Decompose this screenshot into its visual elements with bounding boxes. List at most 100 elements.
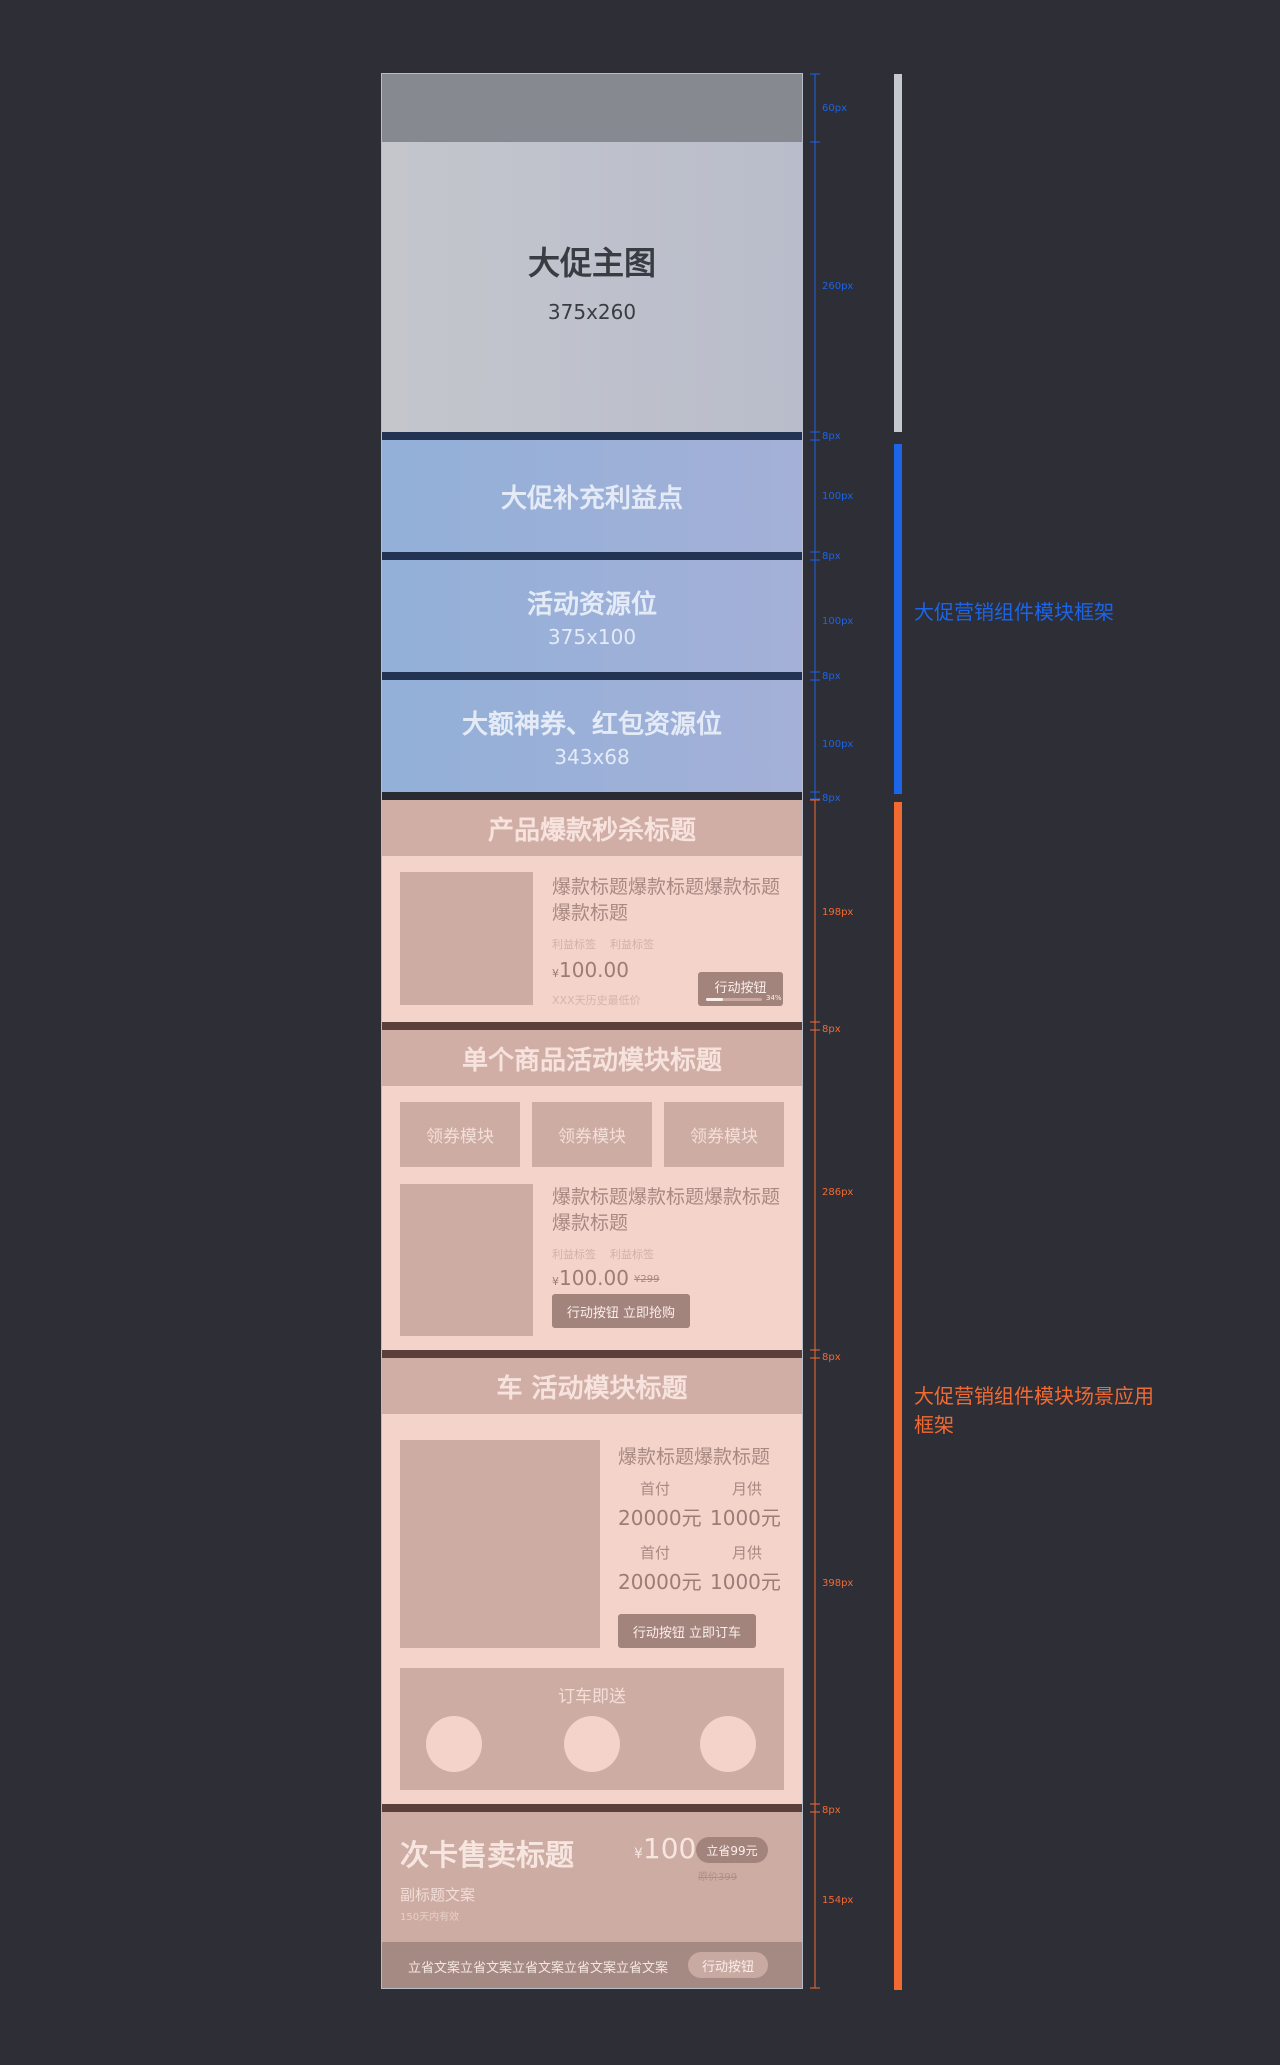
buy-now-button[interactable]: 行动按钮 立即抢购 [552,1294,690,1328]
card-action-button[interactable]: 行动按钮 [688,1952,768,1978]
dim-label: 8px [822,793,841,804]
price: ¥100.00 [552,1266,629,1290]
separator [382,1804,802,1812]
action-button[interactable]: 行动按钮 34% [698,972,783,1006]
hero-banner: 大促主图 375x260 [382,142,802,432]
car-product-title[interactable]: 爆款标题爆款标题 [618,1446,771,1468]
separator [382,1350,802,1358]
coupon-label: 领券模块 [426,1127,494,1147]
down-payment-label: 首付 [639,1480,670,1498]
dim-label: 8px [822,551,841,562]
dim-label: 8px [822,1805,841,1816]
coupon-title: 大额神券、红包资源位 [461,709,722,740]
gift-panel: 订车即送 [400,1668,784,1790]
hero-size: 375x260 [547,300,637,324]
down-payment-value: 20000元 [618,1570,702,1594]
original-price: ¥299 [634,1274,660,1285]
dim-label: 286px [822,1187,854,1198]
orange-label-line: 大促营销组件模块场景应用 [914,1384,1154,1408]
validity-text: 150天内有效 [400,1912,460,1923]
coupon-module[interactable]: 领券模块 [664,1102,784,1167]
order-car-button[interactable]: 行动按钮 立即订车 [618,1614,756,1648]
car-title: 车 活动模块标题 [496,1373,688,1404]
progress-text: 34% [766,994,782,1002]
action-button-label: 行动按钮 [714,980,767,996]
gift-item-circle[interactable] [564,1716,620,1772]
seckill-header: 产品爆款秒杀标题 [382,800,802,856]
blue-dimension-lines [810,73,820,800]
price: ¥100.00 [552,958,629,982]
separator [382,432,802,440]
resource-size: 375x100 [547,624,637,649]
dim-label: 8px [822,671,841,682]
save-badge: 立省99元 [696,1837,768,1863]
hero-title: 大促主图 [527,244,656,282]
card-subtitle: 副标题文案 [400,1886,476,1904]
coupon-size: 343x68 [554,744,630,769]
product-image[interactable] [400,872,533,1005]
product-title[interactable]: 爆款标题爆款标题爆款标题爆款标题 [552,1186,781,1234]
down-payment-value: 20000元 [618,1506,702,1530]
benefit-tag: 利益标签 [552,1248,596,1261]
gift-title: 订车即送 [558,1687,626,1707]
single-title: 单个商品活动模块标题 [461,1045,722,1076]
card-price: ¥100 [634,1832,696,1865]
product-image[interactable] [400,1184,533,1336]
coupon-module[interactable]: 领券模块 [532,1102,652,1167]
blue-section-label: 大促营销组件模块框架 [914,600,1114,624]
gray-section-bar [894,74,902,432]
single-product-module: 单个商品活动模块标题 领券模块 领券模块 领券模块 爆款标题爆款标题爆款标题爆款… [382,1030,802,1350]
dim-label: 398px [822,1578,854,1589]
down-payment-label: 首付 [639,1544,670,1562]
gift-item-circle[interactable] [426,1716,482,1772]
dim-label: 154px [822,1895,854,1906]
monthly-value: 1000元 [710,1506,781,1530]
seckill-module: 产品爆款秒杀标题 爆款标题爆款标题爆款标题爆款标题 利益标签 利益标签 ¥100… [382,800,802,1022]
original-price: 原价399 [698,1872,738,1883]
coupon-module[interactable]: 领券模块 [400,1102,520,1167]
card-action-label: 行动按钮 [701,1959,754,1975]
separator [382,1022,802,1030]
status-bar-area [382,74,802,142]
benefit-tag: 利益标签 [610,1248,654,1261]
car-image[interactable] [400,1440,600,1648]
currency-symbol: ¥ [552,967,559,980]
buy-now-label: 行动按钮 立即抢购 [566,1305,676,1321]
dim-label: 60px [822,103,847,114]
coupon-block: 大额神券、红包资源位 343x68 [382,680,802,792]
car-module: 车 活动模块标题 爆款标题爆款标题 首付 月供 20000元 1000元 首付 … [382,1358,802,1804]
orange-dimension-lines [810,799,820,1989]
price-value: 100.00 [559,1266,629,1290]
currency-symbol: ¥ [552,1275,559,1288]
gift-item-circle[interactable] [700,1716,756,1772]
separator [382,792,802,800]
dim-label: 260px [822,281,854,292]
price-value: 100 [642,1832,697,1865]
dim-label: 100px [822,739,854,750]
price-value: 100.00 [559,958,629,982]
monthly-label: 月供 [731,1480,762,1498]
separator [382,672,802,680]
benefit-block: 大促补充利益点 [382,440,802,552]
coupon-label: 领券模块 [558,1127,626,1147]
currency-symbol: ¥ [634,1846,643,1862]
dim-label: 8px [822,1024,841,1035]
dim-label: 100px [822,616,854,627]
orange-section-label: 大促营销组件模块场景应用 框架 [914,1382,1154,1440]
resource-block: 活动资源位 375x100 [382,560,802,672]
dim-label: 100px [822,491,854,502]
card-sale-module: 次卡售卖标题 ¥100 立省99元 原价399 副标题文案 150天内有效 立省… [382,1812,802,1988]
benefit-tag: 利益标签 [552,938,596,951]
coupon-label: 领券模块 [690,1127,758,1147]
seckill-title: 产品爆款秒杀标题 [487,815,696,846]
lowest-price-text: XXX天历史最低价 [552,994,641,1007]
single-header: 单个商品活动模块标题 [382,1030,802,1086]
card-title: 次卡售卖标题 [400,1838,575,1872]
save-badge-label: 立省99元 [706,1843,758,1858]
separator [382,552,802,560]
product-title[interactable]: 爆款标题爆款标题爆款标题爆款标题 [552,876,781,924]
resource-title: 活动资源位 [526,589,657,620]
progress-fill [706,998,723,1001]
blue-section-bar [894,444,902,794]
